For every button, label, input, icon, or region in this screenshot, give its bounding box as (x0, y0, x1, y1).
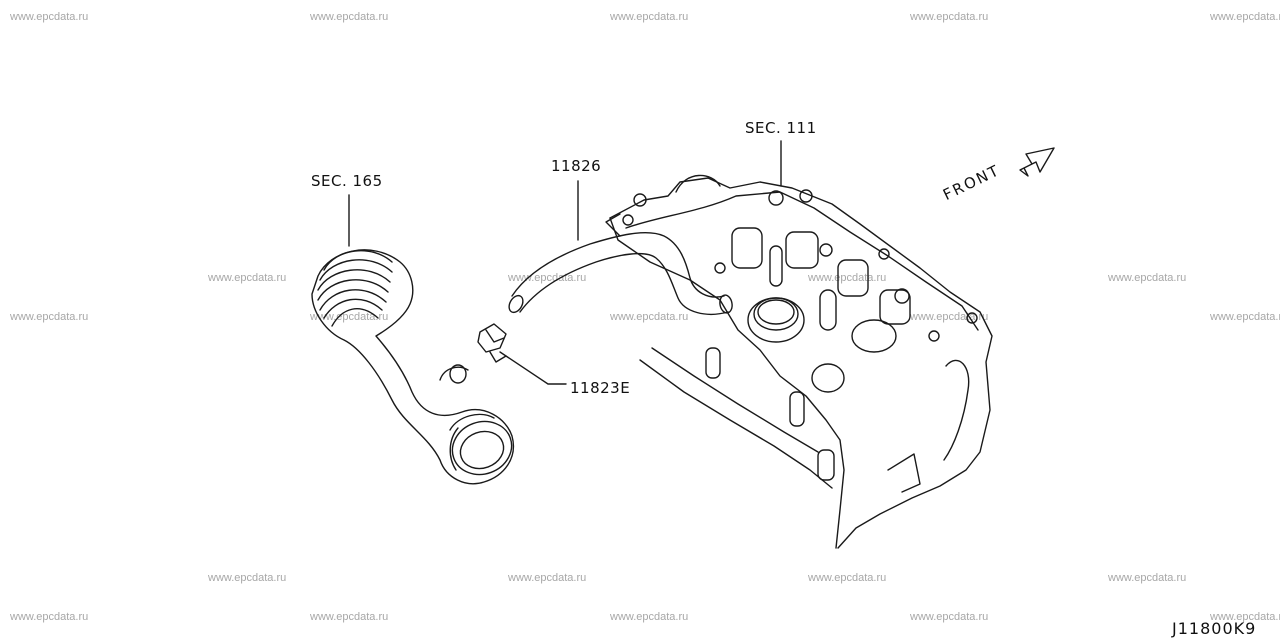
watermark: www.epcdata.ru (910, 11, 989, 23)
label-sec-165: SEC. 165 (311, 172, 383, 190)
watermark: www.epcdata.ru (1108, 272, 1187, 284)
label-part-11826: 11826 (551, 157, 602, 175)
leader-lines (348, 140, 782, 385)
diagram-code: J11800K9 (1172, 619, 1257, 638)
watermark: www.epcdata.ru (208, 272, 287, 284)
watermark: www.epcdata.ru (10, 311, 89, 323)
watermark: www.epcdata.ru (910, 611, 989, 623)
watermark: www.epcdata.ru (808, 572, 887, 584)
watermark: www.epcdata.ru (508, 572, 587, 584)
watermark: www.epcdata.ru (1210, 311, 1280, 323)
watermark: www.epcdata.ru (610, 311, 689, 323)
label-part-11823e: 11823E (570, 379, 631, 397)
watermark: www.epcdata.ru (1108, 572, 1187, 584)
label-sec-111: SEC. 111 (745, 119, 817, 137)
watermark: www.epcdata.ru (1210, 11, 1280, 23)
cylinder-head (609, 174, 993, 549)
watermark: www.epcdata.ru (808, 272, 887, 284)
watermark: www.epcdata.ru (310, 11, 389, 23)
air-duct (311, 249, 514, 485)
watermark: www.epcdata.ru (208, 572, 287, 584)
watermark: www.epcdata.ru (310, 311, 389, 323)
watermark: www.epcdata.ru (10, 611, 89, 623)
blow-by-hose (508, 213, 733, 316)
watermark: www.epcdata.ru (610, 11, 689, 23)
watermark: www.epcdata.ru (1210, 611, 1280, 623)
watermark: www.epcdata.ru (310, 611, 389, 623)
hose-clamp (477, 323, 507, 363)
front-arrow (1019, 147, 1055, 177)
watermark: www.epcdata.ru (610, 611, 689, 623)
watermark: www.epcdata.ru (10, 11, 89, 23)
